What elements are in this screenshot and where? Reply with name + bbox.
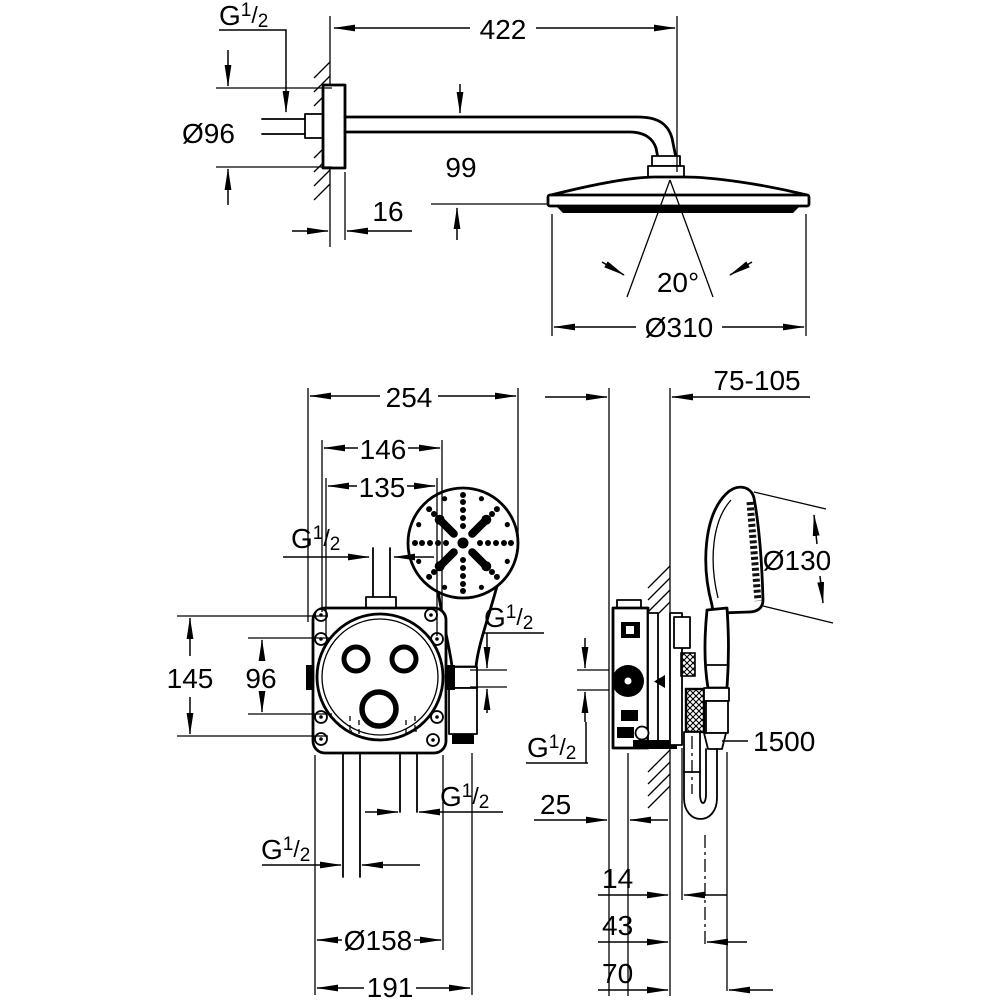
- dim-pipe-offset: 135: [325, 472, 438, 636]
- dim-wall-thread: G1/2: [219, 0, 290, 113]
- dim-hole-spacing: 96: [245, 637, 332, 715]
- shower-hose: [681, 731, 728, 991]
- handshower-diameter-label: Ø130: [763, 545, 832, 576]
- head-dome: [549, 175, 809, 199]
- flange-diameter-label: Ø96: [182, 118, 235, 149]
- flow-arrow-icon: [654, 675, 665, 688]
- dim-handle-offset: 70: [598, 958, 773, 994]
- handle-cone: [703, 732, 727, 750]
- dim-inlet-thread: G1/2: [283, 523, 434, 561]
- flange-depth-label: 16: [372, 196, 403, 227]
- rough-in-depth-label: 75-105: [713, 365, 800, 396]
- head-diameter-label: Ø310: [645, 312, 714, 343]
- right-tab: [446, 665, 455, 690]
- dim-side-thread: G1/2: [526, 638, 609, 764]
- arm-length-label: 422: [480, 14, 527, 45]
- dim-arm-length: 422: [333, 14, 678, 172]
- head-shower-view: G1/2 Ø96 422 99 16: [182, 0, 811, 343]
- mixer-body: [315, 612, 445, 742]
- outlet-thread-label: G1/2: [484, 602, 533, 634]
- dim-head-diameter: Ø310: [551, 214, 807, 343]
- hose-connection-nut: [684, 687, 706, 734]
- dim-pipe-thread-left: G1/2: [261, 834, 420, 869]
- inlet-thread-label: G1/2: [291, 523, 340, 555]
- handle-offset-label: 70: [602, 958, 633, 989]
- min-clearance-label: 25: [540, 789, 571, 820]
- dim-spray-angle: 20°: [601, 261, 753, 298]
- left-tab: [306, 665, 313, 690]
- wall-thread-label: G1/2: [219, 0, 268, 32]
- inlet-pipe: [365, 547, 397, 610]
- dim-flange-depth: 16: [292, 172, 412, 240]
- spray-angle-lines: [626, 179, 714, 298]
- dim-hose-offset: 43: [598, 910, 747, 946]
- overall-width-label: 254: [386, 382, 433, 413]
- wall-flange: [321, 83, 347, 170]
- dim-rough-in-depth: 75-105: [545, 365, 810, 401]
- hole-spacing-label: 96: [245, 663, 276, 694]
- trim-depth-label: 14: [602, 863, 633, 894]
- handshower-handle-side: [703, 606, 730, 690]
- bottom-pipes: [342, 752, 418, 878]
- dim-outlet-thread: G1/2: [470, 602, 544, 713]
- head-shower: [546, 175, 811, 213]
- pipe-thread-right-label: G1/2: [440, 781, 489, 813]
- position-marks: [347, 716, 418, 736]
- wall-hatching-side: [647, 565, 671, 809]
- small-knurled-nut: [680, 652, 696, 677]
- head-connector: [647, 155, 685, 178]
- pipe-offset-label: 135: [359, 472, 406, 503]
- concealed-valve-box: [611, 599, 677, 750]
- mixer-front-view: 254 146 135 G1/2 145: [167, 382, 544, 1000]
- hose-length-label: 1500: [753, 726, 815, 757]
- dim-inlet-offset: 146: [321, 434, 443, 612]
- trim-diameter-label: Ø158: [344, 925, 413, 956]
- handshower-side: [703, 485, 765, 750]
- dim-lower-width: 191: [316, 753, 473, 1000]
- spray-pattern: [412, 492, 514, 594]
- head-drop-label: 99: [445, 152, 476, 183]
- dim-handshower-diameter: Ø130: [753, 491, 834, 624]
- pipe-thread-left-label: G1/2: [261, 834, 310, 866]
- spray-face-side: [746, 501, 762, 602]
- inlet-offset-label: 146: [360, 434, 407, 465]
- handshower-face: [406, 486, 520, 600]
- dim-trim-depth: 14: [598, 863, 727, 899]
- supply-pipe: [261, 113, 324, 139]
- dim-flange-diameter: Ø96: [182, 50, 332, 205]
- dim-hose-length: 1500: [722, 726, 815, 757]
- side-view: 75-105 Ø130 G1/2 1500 25: [526, 365, 834, 996]
- shower-arm: [343, 115, 678, 160]
- spray-face-strip: [556, 206, 800, 213]
- dim-head-drop: 99: [431, 84, 548, 240]
- spray-angle-label: 20°: [657, 267, 699, 298]
- dim-body-height: 145: [167, 615, 328, 737]
- dim-overall-width: 254: [307, 382, 519, 622]
- handshower-head-side: [704, 485, 765, 615]
- hose-offset-label: 43: [602, 910, 633, 941]
- dim-trim-diameter: Ø158: [314, 755, 444, 995]
- dim-pipe-thread-right: G1/2: [365, 781, 503, 816]
- body-height-label: 145: [167, 663, 214, 694]
- lower-width-label: 191: [367, 972, 414, 1000]
- outlet-port-right: [389, 644, 419, 674]
- trim-plate-side: [669, 612, 706, 746]
- side-thread-label: G1/2: [527, 732, 576, 764]
- outlet-port-left: [341, 644, 371, 674]
- cartridge-port: [359, 689, 399, 729]
- dim-min-clearance: 25: [534, 789, 668, 824]
